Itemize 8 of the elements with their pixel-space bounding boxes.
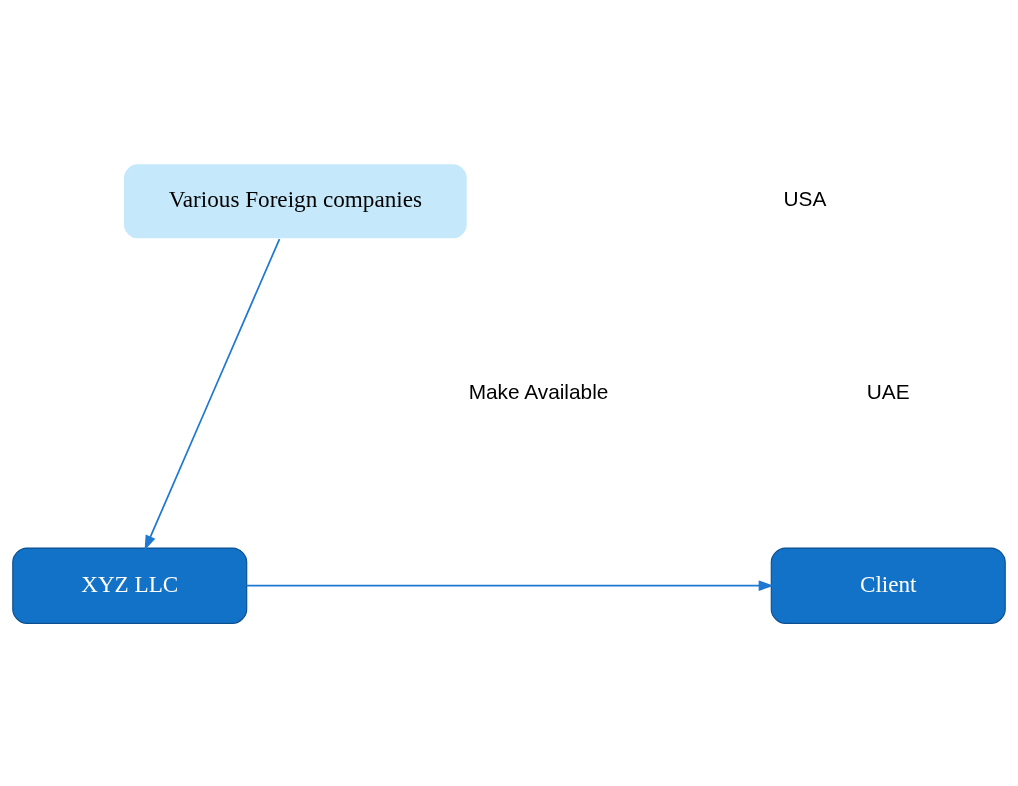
node-box: XYZ LLC	[12, 547, 248, 624]
arrow	[245, 579, 774, 591]
arrow	[144, 237, 281, 550]
node-box: Client	[770, 547, 1006, 624]
label: Make Available	[468, 379, 609, 403]
label: UAE	[866, 379, 910, 403]
node-box: Various Foreign companies	[122, 162, 468, 239]
label: USA	[783, 186, 827, 210]
